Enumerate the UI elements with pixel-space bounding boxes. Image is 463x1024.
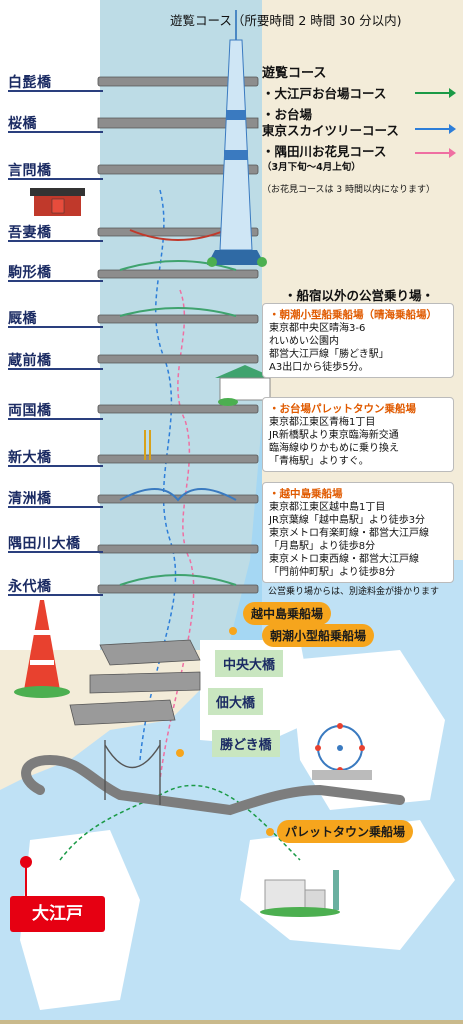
tokyo-tower-illustration bbox=[14, 600, 70, 698]
oedo-marker-pin bbox=[20, 856, 32, 896]
odaiba-buildings bbox=[260, 870, 340, 917]
bridge-label-azuma: 吾妻橋 bbox=[8, 222, 103, 242]
legend-arrow-pink bbox=[415, 148, 456, 158]
legend-item-oedo-odaiba: ・大江戸お台場コース bbox=[262, 86, 387, 101]
legend-arrow-green bbox=[415, 88, 456, 98]
bridge-red-arch bbox=[129, 229, 227, 241]
kaminarimon-illustration bbox=[30, 188, 85, 216]
harumi-pier-dot bbox=[176, 749, 184, 757]
bridge-label-kuramae: 蔵前橋 bbox=[8, 350, 103, 370]
label-palette-town-pier: パレットタウン乗船場 bbox=[277, 820, 414, 843]
label-tsukuda-ohashi: 佃大橋 bbox=[208, 688, 264, 715]
fee-note: 公営乗り場からは、別途料金が掛かります bbox=[268, 587, 440, 597]
odaiba-island bbox=[240, 820, 455, 950]
rainbow-bridge bbox=[21, 754, 405, 816]
bridge-label-kiyosu: 清洲橋 bbox=[8, 488, 103, 508]
pier-box-palette: ・お台場パレットタウン乗船場 東京都江東区青梅1丁目 JR新橋駅より東京臨海新交… bbox=[262, 397, 454, 472]
course-legend: 遊覧コース ・大江戸お台場コース ・お台場 東京スカイツリーコース ・隅田川お花… bbox=[262, 62, 457, 195]
bridge-label-eitai: 永代橋 bbox=[8, 576, 103, 596]
label-asashio-pier: 朝潮小型船乗船場 bbox=[262, 624, 375, 647]
route-oedo bbox=[59, 784, 301, 861]
kiyosu-cables bbox=[119, 488, 237, 502]
bridge-arches bbox=[119, 260, 237, 586]
ferris-wheel-illustration bbox=[312, 723, 372, 780]
palette-pier-dot bbox=[266, 828, 274, 836]
label-chuo-ohashi: 中央大橋 bbox=[215, 650, 284, 677]
bridge-label-sakura: 桜橋 bbox=[8, 113, 103, 133]
pier-box-etchujima: ・越中島乗船場 東京都江東区越中島1丁目 JR京葉線「越中島駅」より徒歩3分 東… bbox=[262, 482, 454, 583]
pier-box-asashio: ・朝潮小型船乗船場（晴海乗船場） 東京都中央区晴海3-6 れいめい公園内 都営大… bbox=[262, 303, 454, 378]
legend-note: （お花見コースは 3 時間以内になります） bbox=[262, 185, 435, 195]
other-piers-header: ・船宿以外の公営乗り場・ bbox=[284, 288, 435, 303]
course-title: 遊覧コース（所要時間 2 時間 30 分以内) bbox=[170, 13, 402, 28]
skytree-illustration bbox=[207, 10, 267, 267]
rainbow-bridge-cables bbox=[104, 740, 161, 805]
legend-header: 遊覧コース bbox=[262, 66, 327, 81]
bridge-label-komagata: 駒形橋 bbox=[8, 262, 103, 282]
legend-arrow-blue bbox=[415, 124, 456, 134]
shin-ohashi-tower bbox=[144, 430, 151, 460]
bridge-label-sumidagawa-ohashi: 隅田川大橋 bbox=[8, 533, 103, 553]
bridge-label-shirahige: 白髭橋 bbox=[8, 72, 103, 92]
lower-bridges bbox=[69, 639, 201, 726]
etchujima-pier-dot bbox=[229, 627, 237, 635]
bridge-label-umaya: 厩橋 bbox=[8, 308, 103, 328]
legend-item-hanami: ・隅田川お花見コース （3月下旬〜4月上旬） bbox=[262, 144, 387, 173]
bridge-label-ryogoku: 両国橋 bbox=[8, 400, 103, 420]
legend-item-odaiba-skytree: ・お台場 東京スカイツリーコース bbox=[262, 107, 399, 138]
left-bank bbox=[0, 0, 100, 650]
bridge-label-shin-ohashi: 新大橋 bbox=[8, 447, 103, 467]
bridge-label-kototoi: 言問橋 bbox=[8, 160, 103, 180]
label-etchujima-pier: 越中島乗船場 bbox=[243, 602, 332, 625]
oedo-badge: 大江戸 bbox=[10, 896, 105, 932]
label-kachidoki-bridge: 勝どき橋 bbox=[212, 730, 280, 757]
harumi-pier-building bbox=[215, 365, 275, 406]
